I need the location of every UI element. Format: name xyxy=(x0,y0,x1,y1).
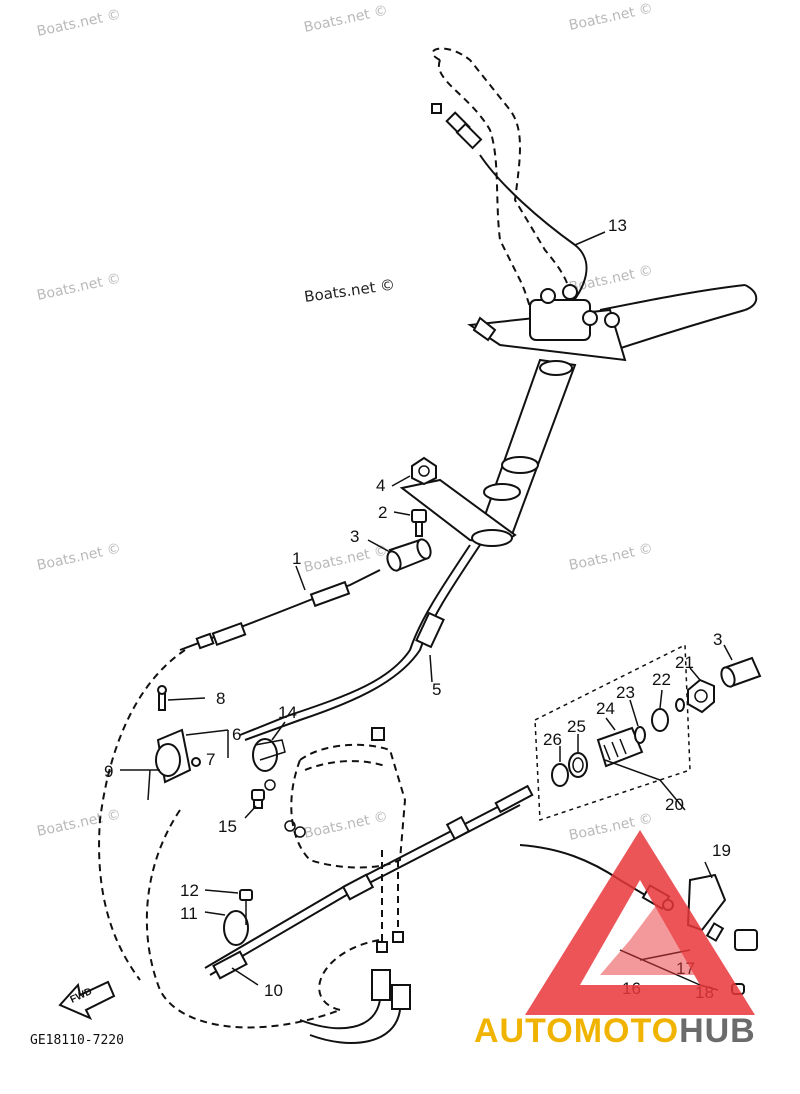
part-steering-cable-5 xyxy=(239,544,481,741)
watermark-text: Boats.net © xyxy=(36,541,123,574)
watermark-text: Boats.net © xyxy=(568,541,655,574)
steering-column xyxy=(399,284,627,547)
part-nut-4 xyxy=(391,456,437,487)
part-bracket-6-9 xyxy=(120,685,229,801)
watermark-text: Boats.net © xyxy=(36,271,123,304)
brand-text-accent: HUB xyxy=(679,1012,756,1050)
callout-8: 8 xyxy=(216,689,225,708)
callout-13: 13 xyxy=(608,216,627,235)
diagram-code: GE18110-7220 xyxy=(30,1033,124,1048)
callout-1: 1 xyxy=(292,549,301,568)
callout-22: 22 xyxy=(652,670,671,689)
callout-10: 10 xyxy=(264,981,283,1000)
callout-7: 7 xyxy=(206,750,215,769)
callout-26: 26 xyxy=(543,730,562,749)
part-bushing-3 xyxy=(367,538,432,572)
callout-23: 23 xyxy=(616,683,635,702)
part-bushing-3-right xyxy=(720,644,762,688)
callout-15: 15 xyxy=(218,817,237,836)
callout-2: 2 xyxy=(378,503,387,522)
forward-arrow-icon: FWD xyxy=(58,980,116,1021)
callout-3: 3 xyxy=(350,527,359,546)
callout-20: 20 xyxy=(665,795,684,814)
watermark-text: Boats.net © xyxy=(568,1,655,34)
part-fitting-assembly-20 xyxy=(534,643,715,822)
callout-14: 14 xyxy=(278,703,297,722)
brand-text-main: AUTOMOTO xyxy=(474,1012,679,1050)
callout-labels: 1 2 3 3 4 5 6 7 8 9 10 11 12 13 14 15 16… xyxy=(104,216,731,1002)
callout-9: 9 xyxy=(104,762,113,781)
watermark-text: Boats.net © xyxy=(303,275,396,306)
part-bolt-15 xyxy=(244,789,265,819)
callout-21: 21 xyxy=(675,653,694,672)
watermark-text: Boats.net © xyxy=(303,3,390,36)
callout-19: 19 xyxy=(712,841,731,860)
callout-24: 24 xyxy=(596,699,615,718)
automotohub-logo xyxy=(525,830,755,1015)
callout-6: 6 xyxy=(232,725,241,744)
brand-text: AUTOMOTOHUB xyxy=(474,1012,756,1050)
part-bolt-2 xyxy=(393,509,427,537)
callout-12: 12 xyxy=(180,881,199,900)
part-cable-1 xyxy=(98,565,381,981)
watermark-text: Boats.net © xyxy=(36,7,123,40)
callout-25: 25 xyxy=(567,717,586,736)
handlebar xyxy=(431,47,758,351)
callout-5: 5 xyxy=(432,680,441,699)
part-cable-10 xyxy=(145,784,534,1029)
logo-triangle-icon xyxy=(525,830,755,1015)
callout-4: 4 xyxy=(376,476,385,495)
watermark-text: Boats.net © xyxy=(36,807,123,840)
callout-11: 11 xyxy=(180,904,198,923)
reverse-linkage xyxy=(299,850,411,1044)
part-clamp-11-12 xyxy=(204,889,253,946)
watermark-text: Boats.net © xyxy=(303,809,390,842)
jet-pump-unit xyxy=(264,727,407,869)
part-clamp-14 xyxy=(252,721,286,772)
callout-3-right: 3 xyxy=(713,630,722,649)
